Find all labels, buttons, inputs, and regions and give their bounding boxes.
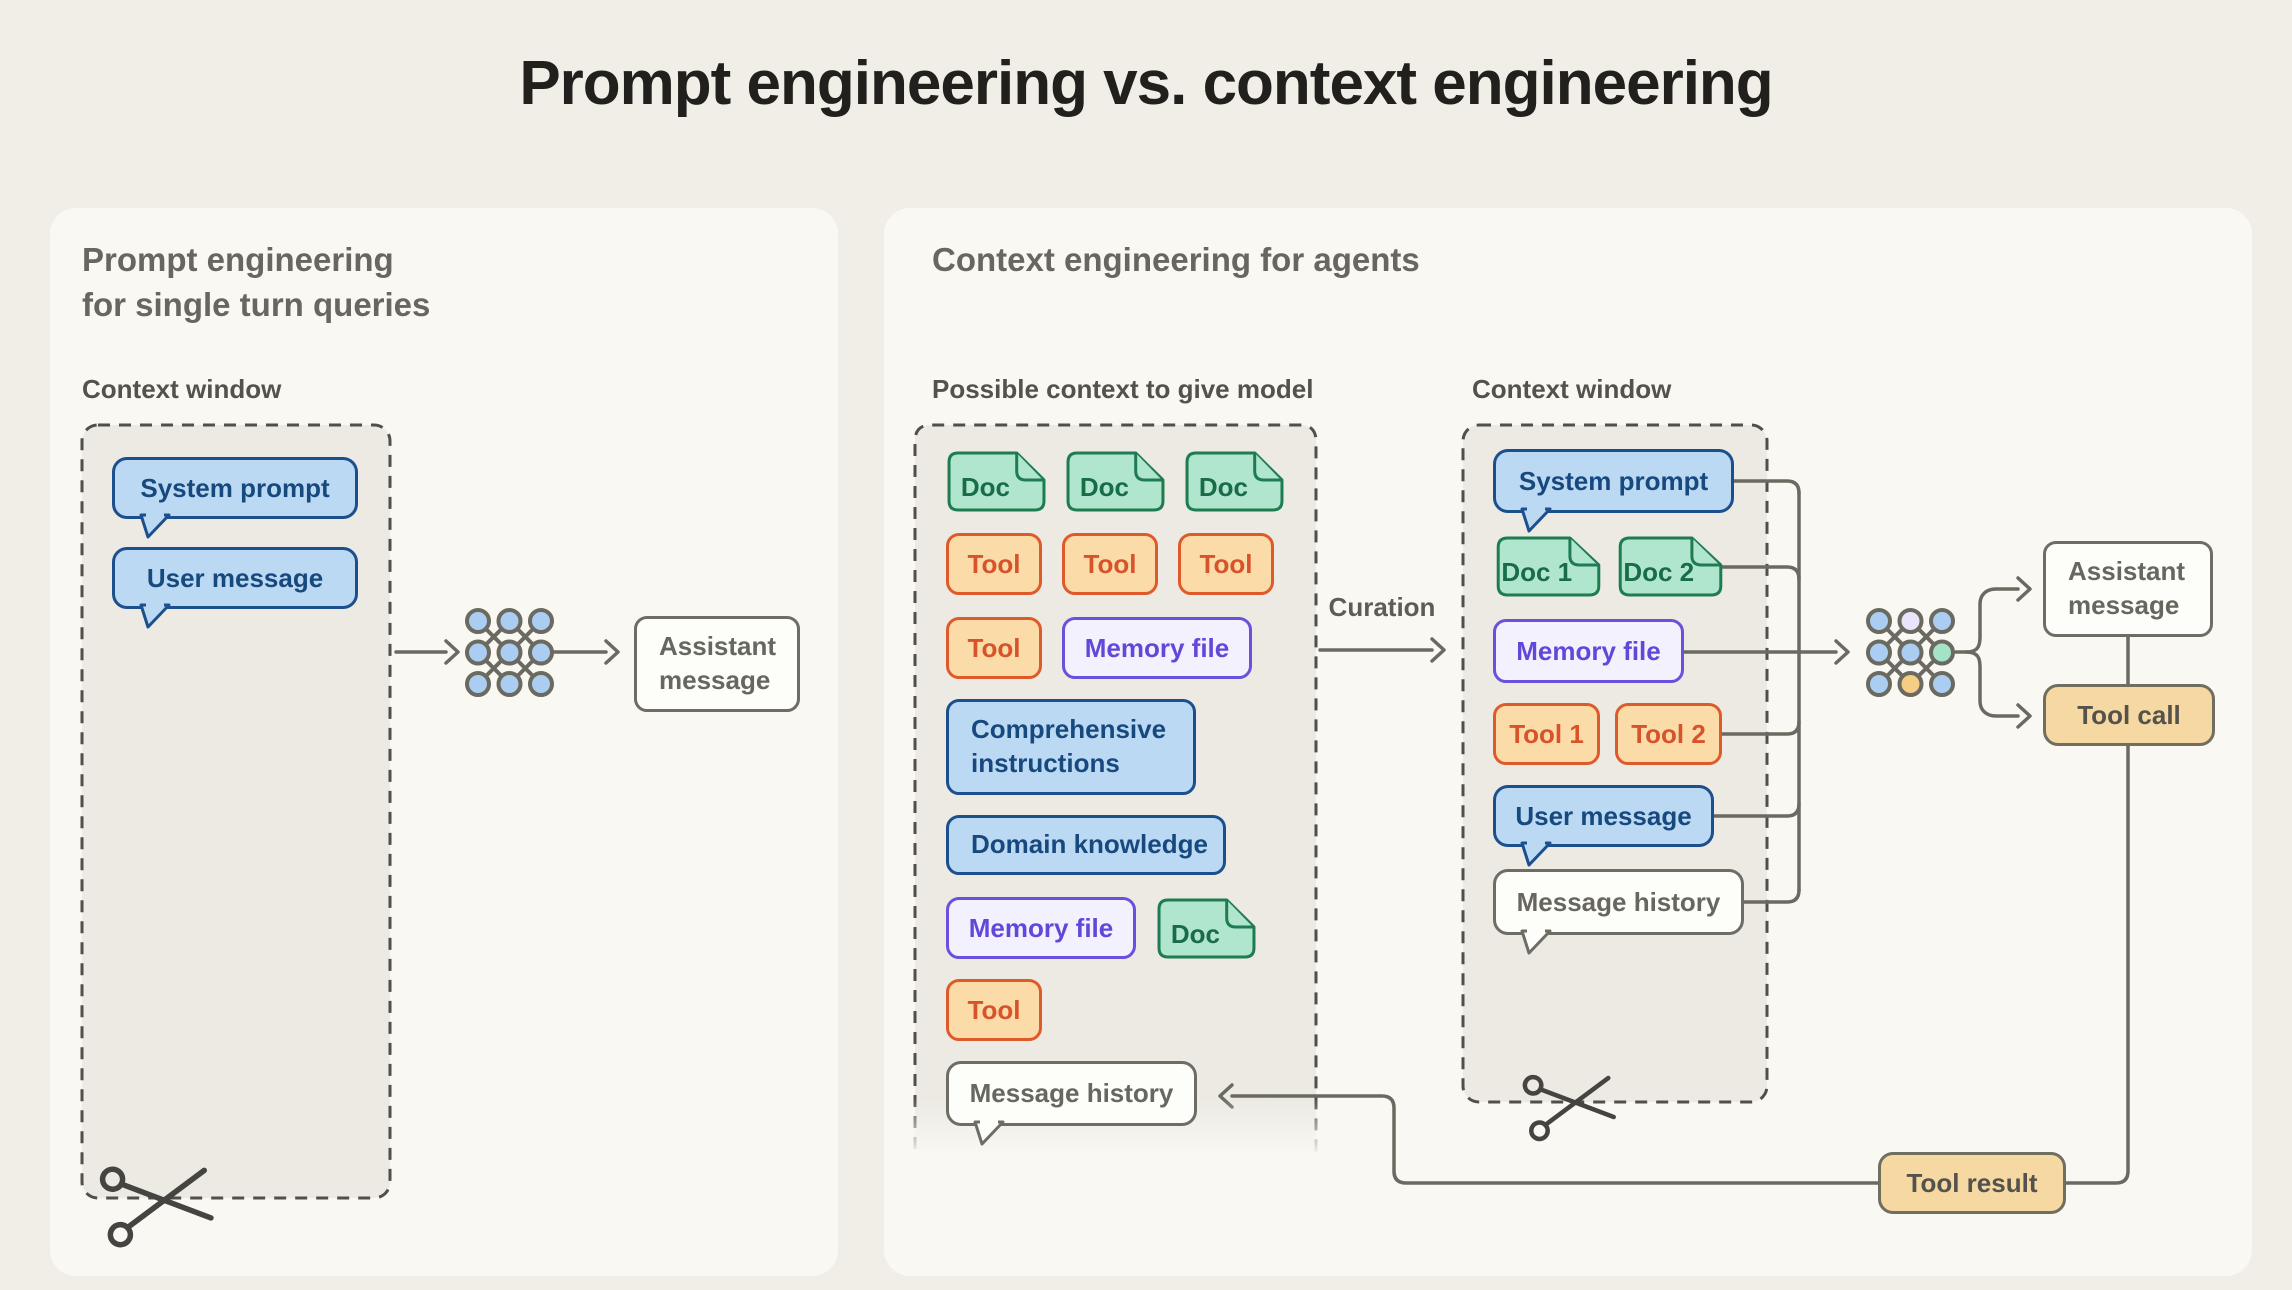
speech-tail-icon xyxy=(1520,505,1552,533)
system-prompt-label: System prompt xyxy=(140,472,330,503)
assistant-message-label: Assistant message xyxy=(2068,556,2186,620)
tool-item-4: Tool xyxy=(946,617,1042,679)
arrow-model-to-assistant-message xyxy=(1954,576,2032,654)
assistant-message-label: Assistant message xyxy=(659,631,777,695)
left-context-window-label: Context window xyxy=(82,374,282,404)
message-history-label: Message history xyxy=(1516,886,1721,917)
system-prompt-bubble-left: System prompt xyxy=(112,457,358,539)
memory-file-label: Memory file xyxy=(1084,632,1230,663)
speech-tail-icon xyxy=(1520,927,1552,955)
assistant-message-box-left: Assistant message xyxy=(634,616,800,712)
tool-item-3: Tool xyxy=(1178,533,1274,595)
tool2-item: Tool 2 xyxy=(1615,703,1722,765)
tool-result-box: Tool result xyxy=(1878,1152,2066,1214)
doc2-item: Doc 2 xyxy=(1617,535,1724,598)
right-panel-title: Context engineering for agents xyxy=(932,241,1420,278)
doc-item-4: Doc xyxy=(1156,897,1257,960)
doc-label: Doc xyxy=(1170,919,1220,949)
tool-result-label: Tool result xyxy=(1906,1167,2038,1198)
memory-file-item-2: Memory file xyxy=(946,897,1136,959)
scissors-icon-right xyxy=(1522,1074,1616,1142)
tool-label: Tool xyxy=(1083,548,1137,579)
model-icon-right xyxy=(1866,608,1955,697)
page-title: Prompt engineering vs. context engineeri… xyxy=(519,49,1773,118)
tool-label: Tool xyxy=(967,632,1021,663)
doc-item-3: Doc xyxy=(1184,450,1285,513)
connector-doc2 xyxy=(1721,565,1801,581)
comprehensive-instructions-label: Comprehensive instructions xyxy=(971,714,1167,778)
left-context-window-box xyxy=(82,425,390,1198)
user-message-bubble-right: User message xyxy=(1493,785,1714,867)
memory-file-label: Memory file xyxy=(1516,635,1661,666)
doc-label: Doc 1 xyxy=(1501,557,1573,587)
doc-label: Doc xyxy=(1198,472,1248,502)
memory-file-item-1: Memory file xyxy=(1062,617,1252,679)
user-message-label: User message xyxy=(1515,800,1692,831)
domain-knowledge-label: Domain knowledge xyxy=(971,829,1208,860)
system-prompt-label: System prompt xyxy=(1518,465,1709,496)
user-message-bubble-left: User message xyxy=(112,547,358,629)
doc-label: Doc xyxy=(960,472,1010,502)
connector-message-history xyxy=(1741,888,1801,904)
arrow-context-to-model xyxy=(394,639,460,665)
doc-item-2: Doc xyxy=(1065,450,1166,513)
left-panel-title: Prompt engineering for single turn queri… xyxy=(82,241,431,323)
message-history-label: Message history xyxy=(969,1078,1174,1108)
doc-label: Doc xyxy=(1079,472,1129,502)
curation-label: Curation xyxy=(1328,592,1436,622)
possible-context-border xyxy=(913,423,1318,1170)
message-history-bubble-pool: Message history xyxy=(946,1061,1197,1146)
doc1-item: Doc 1 xyxy=(1495,535,1602,598)
speech-tail-icon xyxy=(139,511,171,539)
user-message-label: User message xyxy=(146,562,324,593)
doc-item-1: Doc xyxy=(946,450,1047,513)
connector-user-message xyxy=(1711,802,1801,818)
speech-tail-icon xyxy=(1520,839,1552,867)
right-context-window-label: Context window xyxy=(1472,374,1672,404)
domain-knowledge-item: Domain knowledge xyxy=(946,815,1226,875)
tool-item-1: Tool xyxy=(946,533,1042,595)
speech-tail-icon xyxy=(139,601,171,629)
scissors-icon-left xyxy=(99,1166,214,1248)
system-prompt-bubble-right: System prompt xyxy=(1493,449,1734,533)
tool-label: Tool 1 xyxy=(1509,718,1584,749)
tool-label: Tool xyxy=(967,994,1021,1025)
arrow-model-to-assistant xyxy=(551,639,620,665)
arrow-curation xyxy=(1318,637,1446,663)
agent-context-window-border xyxy=(1461,423,1769,1104)
connector-system-prompt xyxy=(1731,479,1801,495)
tool-label: Tool xyxy=(967,548,1021,579)
possible-context-label: Possible context to give model xyxy=(932,374,1314,404)
comprehensive-instructions-item: Comprehensive instructions xyxy=(946,699,1196,795)
connector-tool2 xyxy=(1720,720,1801,736)
left-context-window-border xyxy=(80,423,392,1200)
tool-label: Tool 2 xyxy=(1631,718,1706,749)
assistant-message-box-right: Assistant message xyxy=(2043,541,2213,637)
memory-file-label: Memory file xyxy=(968,912,1114,943)
tool-call-label: Tool call xyxy=(2077,699,2181,730)
tool-item-5: Tool xyxy=(946,979,1042,1041)
speech-tail-icon xyxy=(973,1118,1005,1146)
model-icon-left xyxy=(465,608,554,697)
memory-file-item-curated: Memory file xyxy=(1493,619,1684,683)
doc-label: Doc 2 xyxy=(1623,557,1695,587)
arrow-model-to-tool-call xyxy=(1964,650,2032,729)
tool-label: Tool xyxy=(1199,548,1253,579)
arrow-context-to-model-right xyxy=(1681,639,1850,665)
tool-item-2: Tool xyxy=(1062,533,1158,595)
line-toolcall-to-toolresult xyxy=(2064,744,2130,1185)
message-history-bubble-curated: Message history xyxy=(1493,869,1744,955)
tool-call-box: Tool call xyxy=(2043,684,2215,746)
tool1-item: Tool 1 xyxy=(1493,703,1600,765)
